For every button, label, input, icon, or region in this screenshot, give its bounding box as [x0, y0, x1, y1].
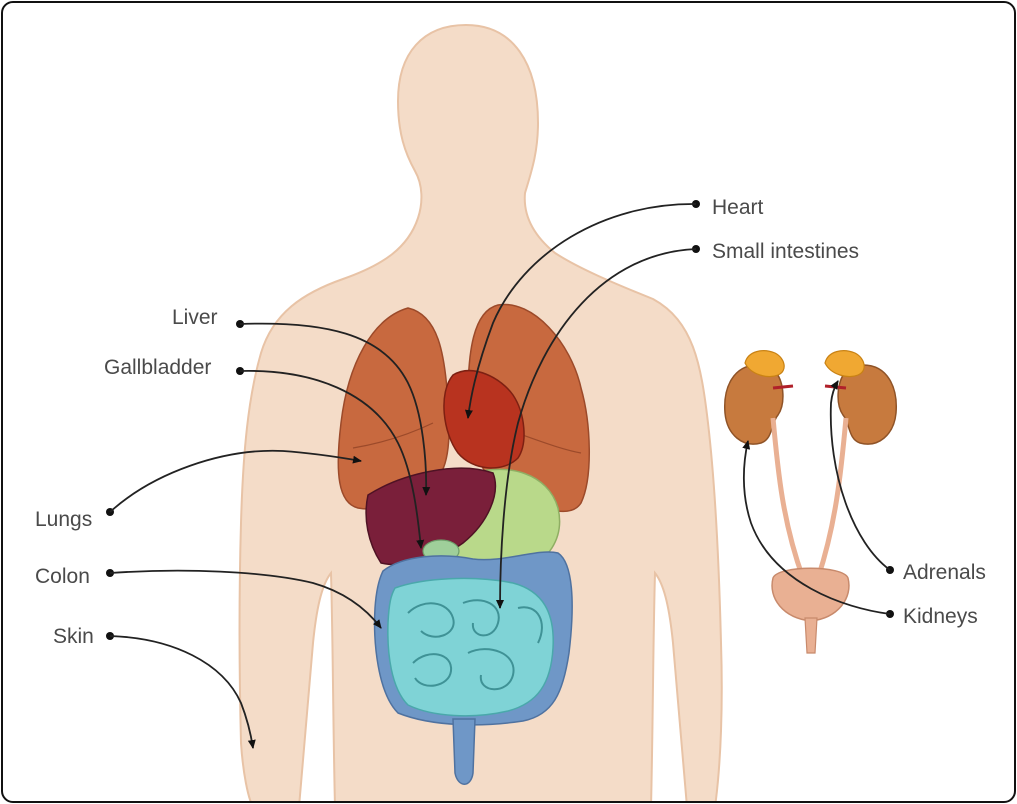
leader-lines: [106, 200, 894, 749]
label-heart: Heart: [712, 196, 764, 219]
kidneys-leader: [742, 440, 891, 615]
bladder: [771, 567, 850, 622]
label-lungs: Lungs: [35, 508, 92, 531]
urinary-system: [724, 350, 897, 654]
heart-organ: [443, 369, 525, 469]
label-liver: Liver: [172, 306, 218, 329]
colon-leader: [109, 569, 382, 629]
label-gallbladder: Gallbladder: [104, 356, 211, 379]
label-skin: Skin: [53, 625, 94, 648]
urethra: [804, 617, 818, 654]
label-adrenals: Adrenals: [903, 561, 986, 584]
small-intestines-organ: [387, 577, 554, 717]
skin-leader: [109, 635, 256, 749]
left-ureter: [770, 417, 806, 579]
rectum-organ: [452, 718, 476, 785]
small-intestines-leader: [496, 248, 697, 609]
gallbladder-leader: [239, 370, 425, 549]
left-adrenal: [744, 350, 785, 378]
right-adrenal: [824, 350, 865, 378]
label-small-intestines: Small intestines: [712, 240, 859, 263]
anatomy-diagram: Heart Small intestines Liver Gallbladder…: [35, 23, 986, 801]
labels: Heart Small intestines Liver Gallbladder…: [35, 196, 986, 648]
lungs-leader: [109, 449, 362, 513]
intestine-coils: [407, 599, 543, 691]
adrenals-leader: [829, 380, 891, 571]
label-kidneys: Kidneys: [903, 605, 978, 628]
liver-leader: [239, 322, 431, 496]
liver-organ: [365, 467, 497, 566]
right-ureter: [815, 417, 849, 579]
left-renal-vessels: [772, 384, 794, 390]
label-colon: Colon: [35, 565, 90, 588]
heart-leader: [464, 203, 697, 419]
